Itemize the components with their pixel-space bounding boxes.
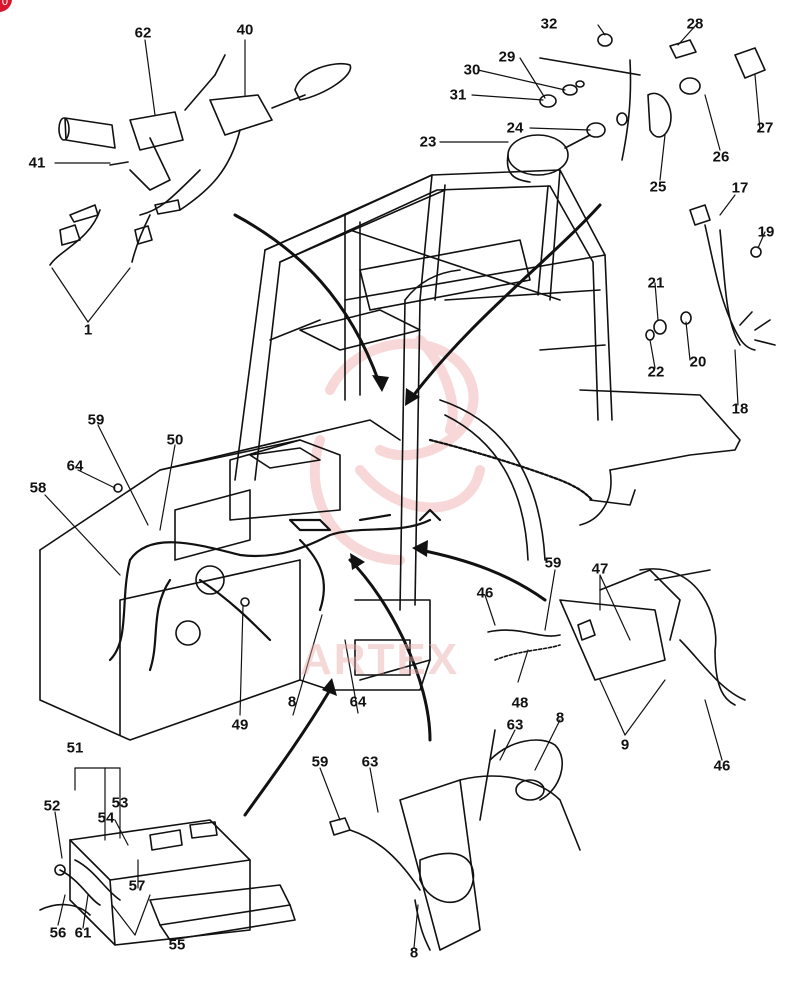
callout-8: 8 — [555, 709, 565, 727]
callout-57: 57 — [128, 877, 146, 895]
callout-28: 28 — [686, 15, 704, 33]
routing-arrowheads — [322, 375, 428, 696]
callout-30: 30 — [463, 61, 481, 79]
callout-27: 27 — [756, 119, 774, 137]
callout-59: 59 — [311, 753, 329, 771]
callout-21: 21 — [647, 274, 665, 292]
callout-48: 48 — [511, 694, 529, 712]
callout-61: 61 — [74, 924, 92, 942]
callout-51: 51 — [66, 739, 84, 757]
cab-frame — [234, 169, 741, 611]
callout-62: 62 — [134, 24, 152, 42]
leader-lines — [44, 24, 766, 949]
callout-63: 63 — [361, 753, 379, 771]
callout-18: 18 — [731, 400, 749, 418]
callout-50: 50 — [166, 431, 184, 449]
callout-41: 41 — [28, 154, 46, 172]
callout-1: 1 — [83, 321, 93, 339]
watermark-text: ARTEX — [300, 635, 460, 684]
callout-23: 23 — [419, 133, 437, 151]
callout-9: 9 — [620, 736, 630, 754]
callout-29: 29 — [498, 48, 516, 66]
callout-49: 49 — [231, 716, 249, 734]
callout-22: 22 — [647, 363, 665, 381]
callout-52: 52 — [43, 797, 61, 815]
battery-assembly — [39, 819, 296, 946]
callout-46: 46 — [713, 757, 731, 775]
callout-59: 59 — [544, 554, 562, 572]
callout-8: 8 — [287, 693, 297, 711]
callout-64: 64 — [66, 457, 84, 475]
rear-light-harness — [645, 204, 776, 351]
routing-arrows — [233, 203, 602, 817]
callout-63: 63 — [506, 716, 524, 734]
callout-64: 64 — [349, 693, 367, 711]
callout-25: 25 — [649, 178, 667, 196]
watermark-emblem — [309, 335, 485, 565]
main-harness — [108, 438, 594, 672]
tractor-body — [39, 419, 431, 741]
callout-24: 24 — [506, 119, 524, 137]
callout-55: 55 — [168, 936, 186, 954]
callout-56: 56 — [49, 924, 67, 942]
callout-26: 26 — [712, 148, 730, 166]
callout-17: 17 — [731, 179, 749, 197]
callout-59: 59 — [87, 411, 105, 429]
callout-40: 40 — [236, 21, 254, 39]
callout-58: 58 — [29, 479, 47, 497]
callout-47: 47 — [591, 560, 609, 578]
starter-solenoid — [175, 620, 201, 646]
callout-54: 54 — [97, 809, 115, 827]
callout-8: 8 — [409, 944, 419, 962]
callout-46: 46 — [476, 584, 494, 602]
fender-harness — [487, 568, 746, 706]
turn-signal-switch-assembly — [49, 54, 352, 266]
horn — [195, 565, 225, 595]
callout-53: 53 — [111, 794, 129, 812]
callout-19: 19 — [757, 223, 775, 241]
callout-32: 32 — [540, 15, 558, 33]
callout-31: 31 — [449, 86, 467, 104]
ignition-switch-parts — [506, 33, 766, 183]
callout-20: 20 — [689, 353, 707, 371]
